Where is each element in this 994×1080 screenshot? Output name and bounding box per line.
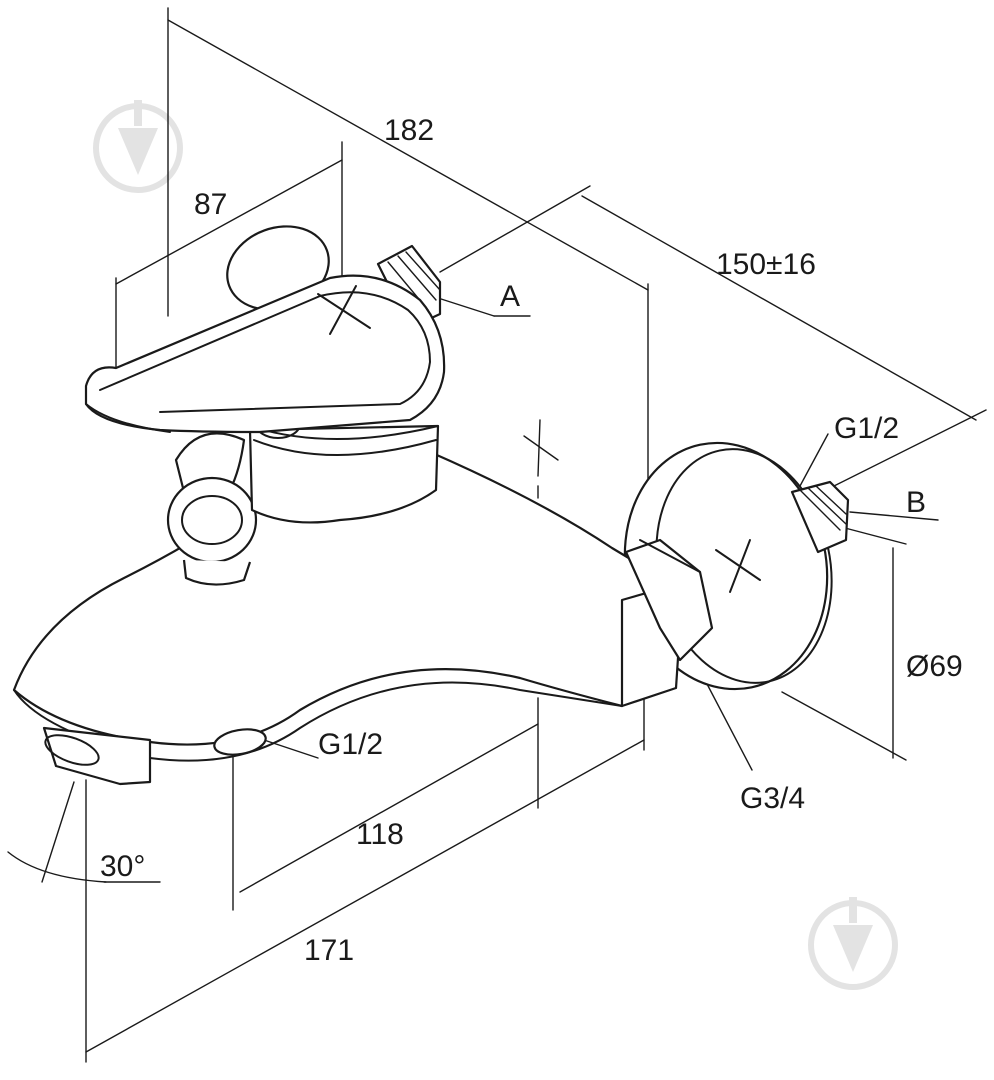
dim-handle-label: 87 [194,188,227,221]
thread-spout-label: G1/2 [318,728,383,761]
watermark-drop-icon [808,897,898,990]
spout-body [12,419,714,786]
dim-overall-label: 182 [384,114,434,147]
thread-connector-label: G3/4 [740,782,805,815]
watermark-drop-icon [93,100,183,193]
dim-spout-outlet-label: 118 [356,818,404,851]
lever-handle [84,274,446,434]
dim-spout-length-label: 171 [304,934,354,967]
diverter-knob [166,432,258,586]
callout-b-label: B [906,486,926,519]
dim-centers-label: 150±16 [716,248,816,281]
dimension-lines [7,7,987,1063]
thread-inlet-label: G1/2 [834,412,899,445]
angle-label: 30° [100,850,145,883]
callout-a-label: A [500,280,520,313]
dim-flange-label: Ø69 [906,650,963,683]
